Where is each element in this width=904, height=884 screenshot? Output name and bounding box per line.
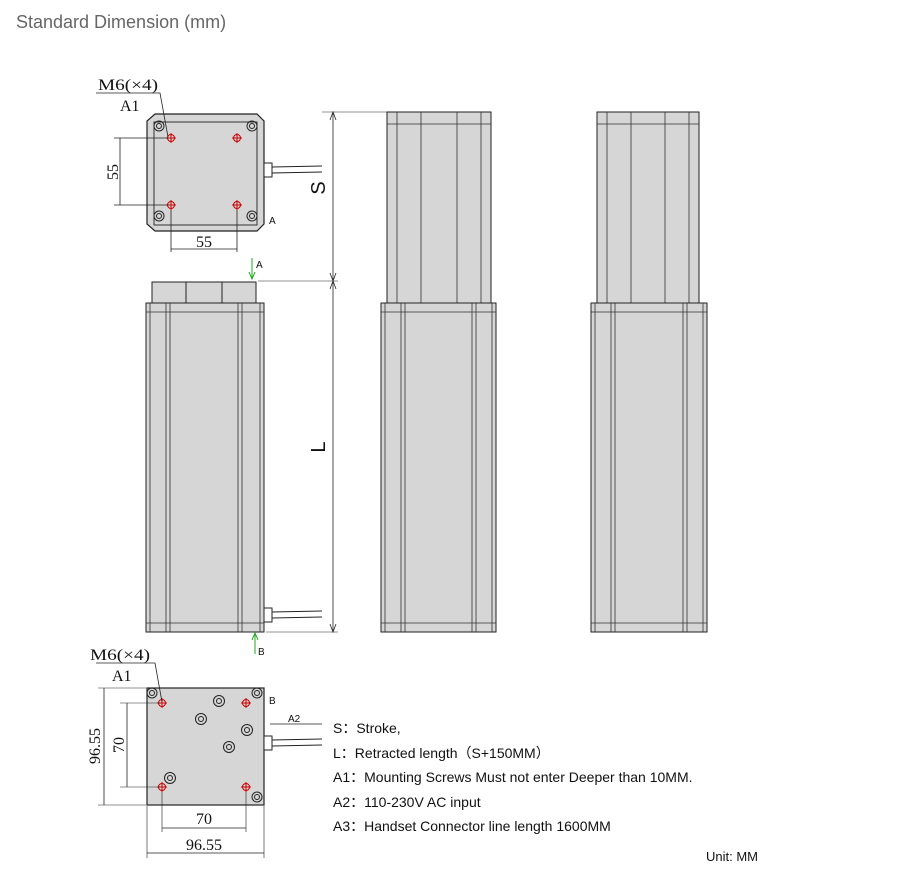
extended-outer-body bbox=[380, 302, 497, 633]
bottom-threaded-bosses bbox=[164, 695, 253, 784]
top-callout-a1: A1 bbox=[120, 98, 140, 115]
bottom-dim-outer-vertical: 96.55 bbox=[87, 728, 104, 764]
bottom-corner-holes bbox=[146, 687, 263, 803]
side-view-extended-side bbox=[590, 111, 708, 633]
extended-side-outer-body bbox=[590, 302, 708, 633]
legend-row-stroke: S：Stroke, bbox=[333, 720, 401, 736]
bottom-dim-inner-horizontal: 70 bbox=[196, 811, 212, 828]
legend: S：Stroke, L：Retracted length（S+150MM） A1… bbox=[333, 716, 693, 839]
top-view: M6(×4) A1 55 55 A bbox=[96, 77, 323, 252]
bottom-corner-label: B bbox=[269, 696, 276, 707]
legend-row-length: L：Retracted length（S+150MM） bbox=[333, 744, 550, 761]
bottom-callout-a1: A1 bbox=[112, 668, 132, 685]
retracted-top-cap bbox=[151, 281, 257, 304]
top-cable bbox=[271, 165, 323, 174]
top-dim-vertical: 55 bbox=[105, 164, 122, 180]
extended-side-inner-tube bbox=[596, 111, 700, 304]
side-view-retracted: A B bbox=[145, 258, 323, 658]
unit-note: Unit: MM bbox=[706, 849, 758, 864]
legend-row-a2: A2：110-230V AC input bbox=[333, 793, 481, 810]
legend-row-a3: A3：Handset Connector line length 1600MM bbox=[333, 818, 611, 834]
side-view-extended-front bbox=[380, 111, 497, 633]
section-a-label: A bbox=[256, 260, 263, 271]
bottom-callout-m6: M6(×4) bbox=[90, 647, 150, 664]
top-view-plate bbox=[153, 121, 258, 226]
bottom-view: A2 B M6(×4) A1 70 96.55 70 96.55 bbox=[87, 647, 323, 858]
stroke-label: S bbox=[308, 181, 330, 194]
top-corner-label: A bbox=[269, 216, 276, 227]
top-dim-vertical-line bbox=[114, 137, 168, 206]
top-dim-horizontal: 55 bbox=[196, 234, 212, 251]
top-callout-m6: M6(×4) bbox=[98, 77, 158, 94]
bottom-cable-connector bbox=[263, 735, 273, 751]
bottom-callout-leader bbox=[96, 662, 163, 703]
page-title: Standard Dimension (mm) bbox=[16, 12, 227, 32]
top-cable-connector bbox=[263, 162, 273, 178]
a2-label: A2 bbox=[288, 714, 301, 725]
section-b-label: B bbox=[258, 647, 265, 658]
side-cable-connector bbox=[263, 607, 273, 623]
top-view-housing bbox=[146, 113, 265, 232]
bottom-cable bbox=[271, 738, 323, 747]
retracted-body bbox=[145, 302, 265, 633]
side-cable bbox=[271, 610, 323, 619]
bottom-dim-inner-vertical: 70 bbox=[111, 737, 128, 753]
top-callout-leader bbox=[96, 92, 169, 138]
bottom-view-housing bbox=[146, 687, 265, 806]
legend-row-a1: A1：Mounting Screws Must not enter Deeper… bbox=[333, 769, 693, 785]
bottom-dim-outer-horizontal: 96.55 bbox=[186, 837, 222, 854]
top-dim-horizontal-line bbox=[170, 210, 238, 252]
extended-inner-tube bbox=[386, 111, 492, 304]
corner-screw-holes bbox=[153, 120, 258, 222]
length-label: L bbox=[308, 441, 330, 452]
